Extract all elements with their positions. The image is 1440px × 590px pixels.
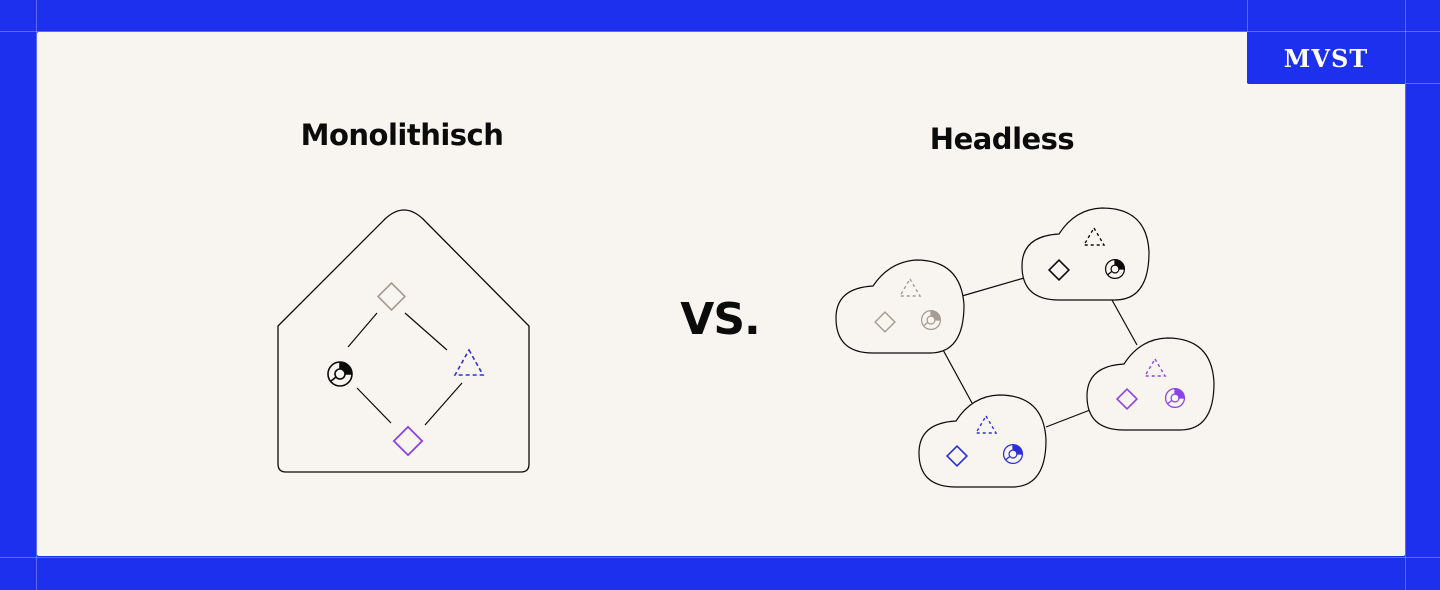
monolith-house: [277, 209, 530, 473]
cloud-node: [918, 394, 1047, 488]
cloud-outline: [1086, 337, 1215, 431]
connector-line: [1045, 409, 1091, 428]
connector-line: [356, 387, 392, 424]
cloud-outline: [835, 259, 965, 354]
cloud-node: [835, 259, 965, 354]
headless-network: [835, 207, 1215, 488]
dashed-triangle-icon: [974, 414, 998, 434]
dashed-triangle-icon: [898, 277, 922, 297]
pie-chart-icon: [327, 361, 353, 387]
connector-line: [424, 382, 463, 426]
frame-grid-line: [0, 31, 1440, 32]
frame-grid-line: [36, 0, 37, 590]
frame-grid-line: [1247, 0, 1248, 32]
content-panel: [37, 32, 1405, 556]
connector-line: [1111, 299, 1138, 346]
connector-line: [347, 312, 378, 348]
cloud-node: [1021, 207, 1150, 301]
brand-logo[interactable]: MVST: [1247, 32, 1405, 84]
versus-label: VS.: [680, 294, 760, 345]
diamond-icon: [1047, 258, 1071, 282]
cloud-node: [1086, 337, 1215, 431]
cloud-outline: [918, 394, 1047, 488]
diamond-icon: [945, 444, 969, 468]
dashed-triangle-icon: [1082, 226, 1106, 246]
diamond-icon: [376, 281, 407, 312]
connector-line: [941, 347, 973, 404]
dashed-triangle-icon: [453, 348, 485, 376]
connector-line: [404, 312, 448, 351]
dashed-triangle-icon: [1143, 357, 1167, 377]
diamond-icon: [1115, 387, 1139, 411]
headless-title: Headless: [929, 122, 1075, 156]
cloud-outline: [1021, 207, 1150, 301]
house-outline: [277, 209, 530, 473]
diamond-icon: [874, 311, 896, 333]
monolith-title: Monolithisch: [300, 118, 504, 152]
brand-logo-text: MVST: [1283, 43, 1369, 73]
frame-grid-line: [1405, 0, 1406, 590]
frame-grid-line: [0, 557, 1440, 558]
frame-grid-line: [1405, 83, 1440, 84]
connector-line: [961, 277, 1025, 297]
diamond-icon: [392, 425, 424, 457]
